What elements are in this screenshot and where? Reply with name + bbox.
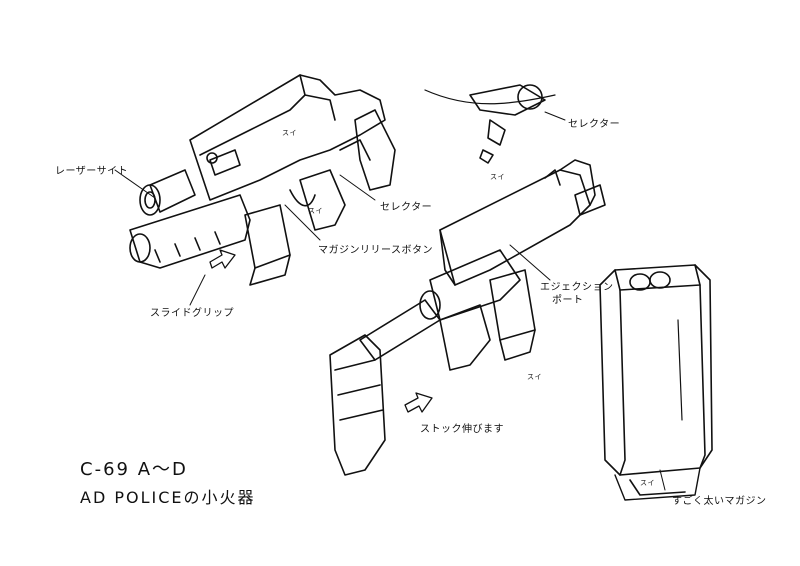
- label-ejection-port-1: エジェクション: [540, 282, 614, 293]
- mark-5: スイ: [640, 479, 655, 487]
- mark-1: スイ: [282, 129, 297, 137]
- rifle-rear-view-drawing: [329, 159, 606, 476]
- magazine-detail-drawing: [599, 264, 713, 501]
- mark-2: スイ: [308, 207, 323, 215]
- label-selector-detail: セレクター: [568, 119, 621, 130]
- title-caption: AD POLICEの小火器: [80, 488, 256, 507]
- label-magazine-release: マガジンリリースボタン: [318, 245, 433, 256]
- label-slide-grip: スライドグリップ: [150, 308, 234, 319]
- label-selector-left: セレクター: [380, 202, 433, 213]
- label-laser-sight: レーザーサイト: [55, 166, 129, 177]
- mark-4: スイ: [527, 373, 542, 381]
- mark-3: スイ: [490, 173, 505, 181]
- leader-lines: [114, 111, 666, 491]
- title-model: C-69 A〜D: [80, 459, 188, 480]
- rifle-front-view-drawing: [129, 74, 396, 286]
- label-thick-magazine: すごく太いマガジン: [672, 496, 767, 507]
- label-stock-extends: ストック伸びます: [420, 424, 504, 435]
- selector-detail-drawing: [424, 84, 556, 164]
- label-ejection-port-2: ポート: [552, 295, 584, 306]
